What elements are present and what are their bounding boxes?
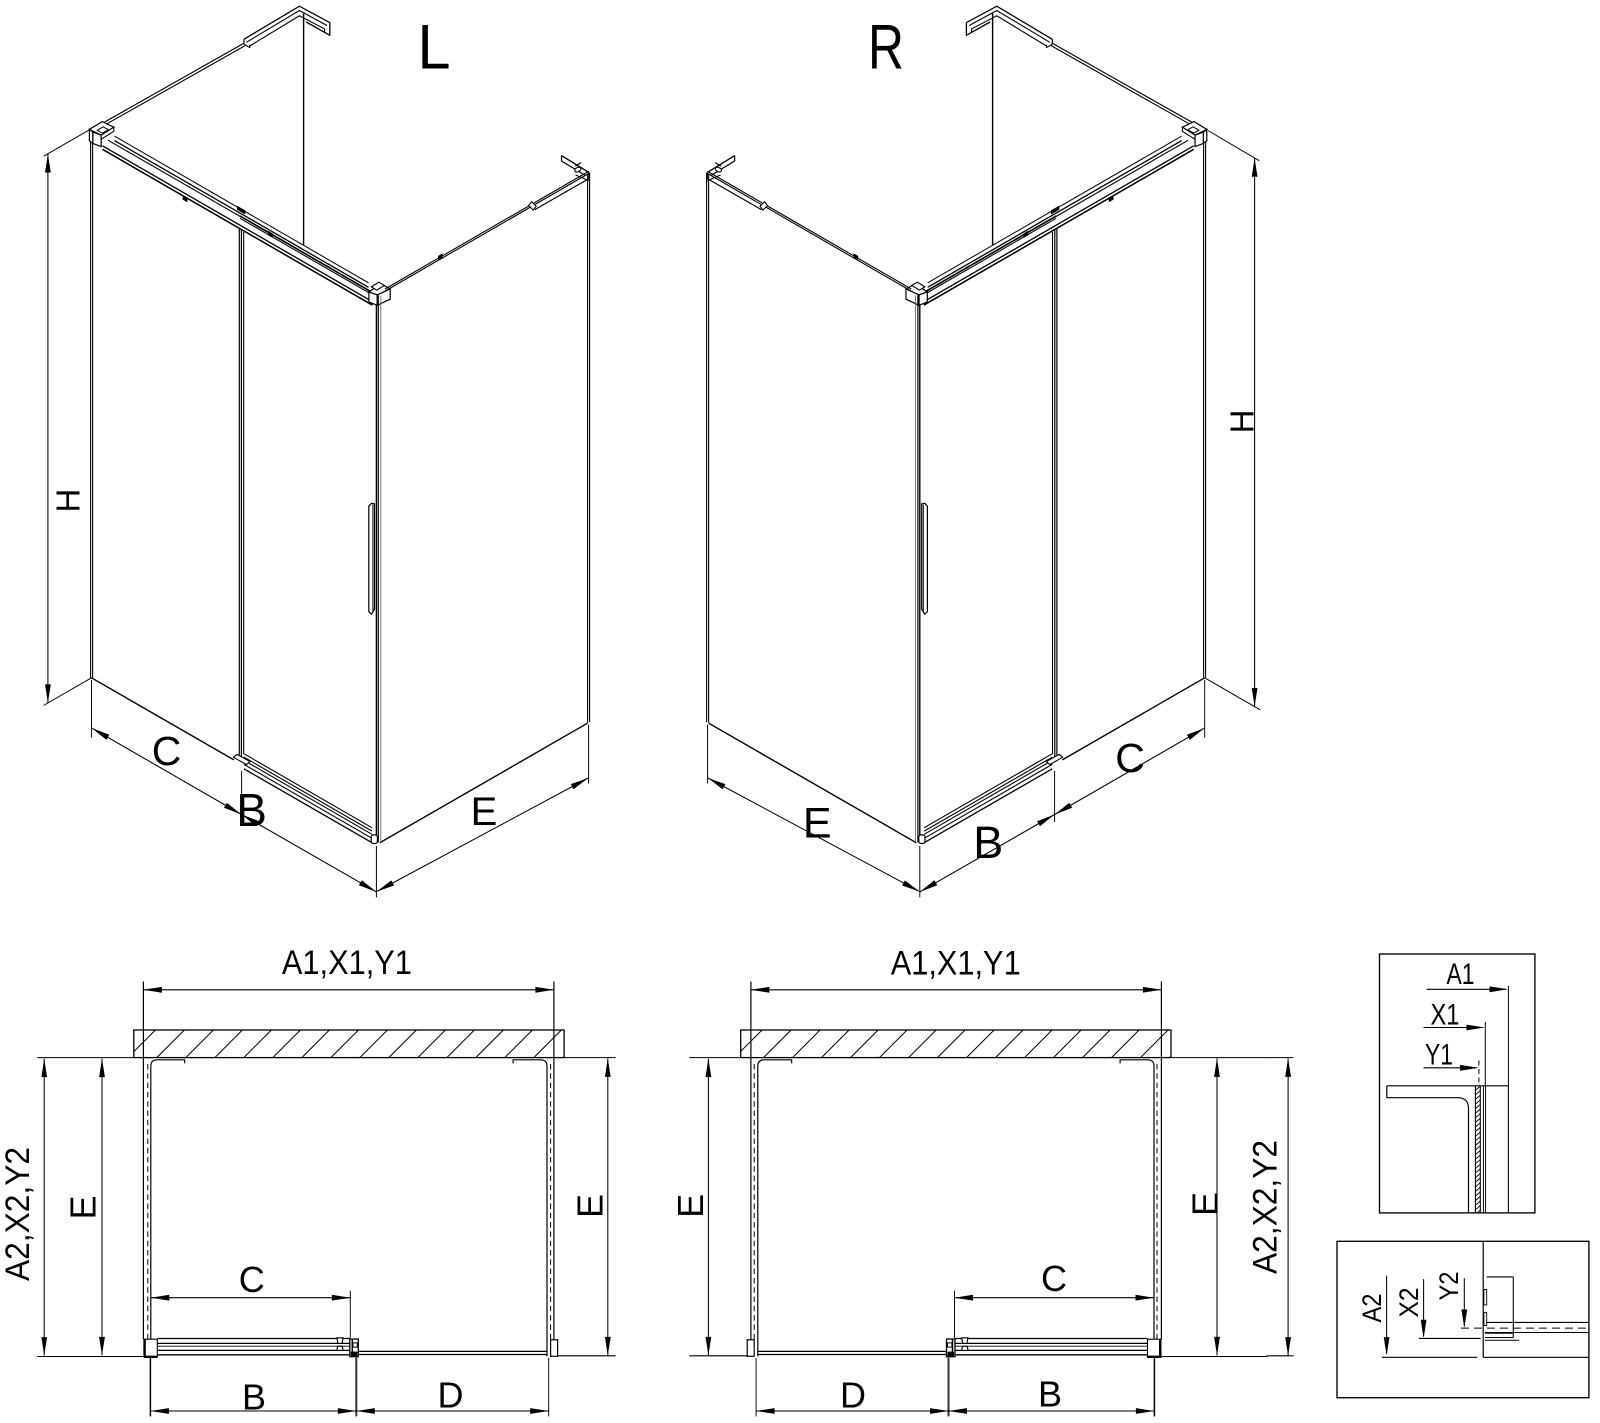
svg-text:E: E [471,790,498,834]
svg-text:A1,X1,Y1: A1,X1,Y1 [282,944,412,982]
svg-text:X1: X1 [1431,999,1460,1032]
svg-text:C: C [239,1259,265,1300]
svg-text:C: C [152,728,182,774]
svg-text:E: E [570,1194,611,1218]
svg-text:A1: A1 [1447,958,1475,991]
svg-text:H: H [1224,410,1261,434]
svg-text:E: E [803,800,832,848]
svg-text:E: E [1185,1192,1226,1216]
svg-text:D: D [438,1375,464,1416]
svg-text:B: B [1038,1374,1062,1415]
svg-text:H: H [49,489,86,513]
svg-text:Y2: Y2 [1434,1272,1464,1301]
svg-text:C: C [1115,735,1145,781]
svg-text:E: E [670,1194,711,1218]
svg-text:A1,X1,Y1: A1,X1,Y1 [891,945,1021,983]
svg-text:A2,X2,Y2: A2,X2,Y2 [1246,1140,1284,1274]
svg-text:X2: X2 [1394,1288,1424,1318]
svg-text:R: R [868,13,904,83]
svg-text:L: L [418,13,451,83]
svg-text:A2,X2,Y2: A2,X2,Y2 [0,1147,37,1281]
svg-text:E: E [63,1195,104,1219]
svg-text:Y1: Y1 [1425,1039,1453,1072]
svg-text:B: B [973,817,1003,868]
svg-text:D: D [840,1375,866,1416]
svg-text:C: C [1041,1258,1067,1299]
svg-text:B: B [242,1377,266,1418]
svg-text:A2: A2 [1357,1294,1387,1323]
svg-text:B: B [236,784,267,836]
